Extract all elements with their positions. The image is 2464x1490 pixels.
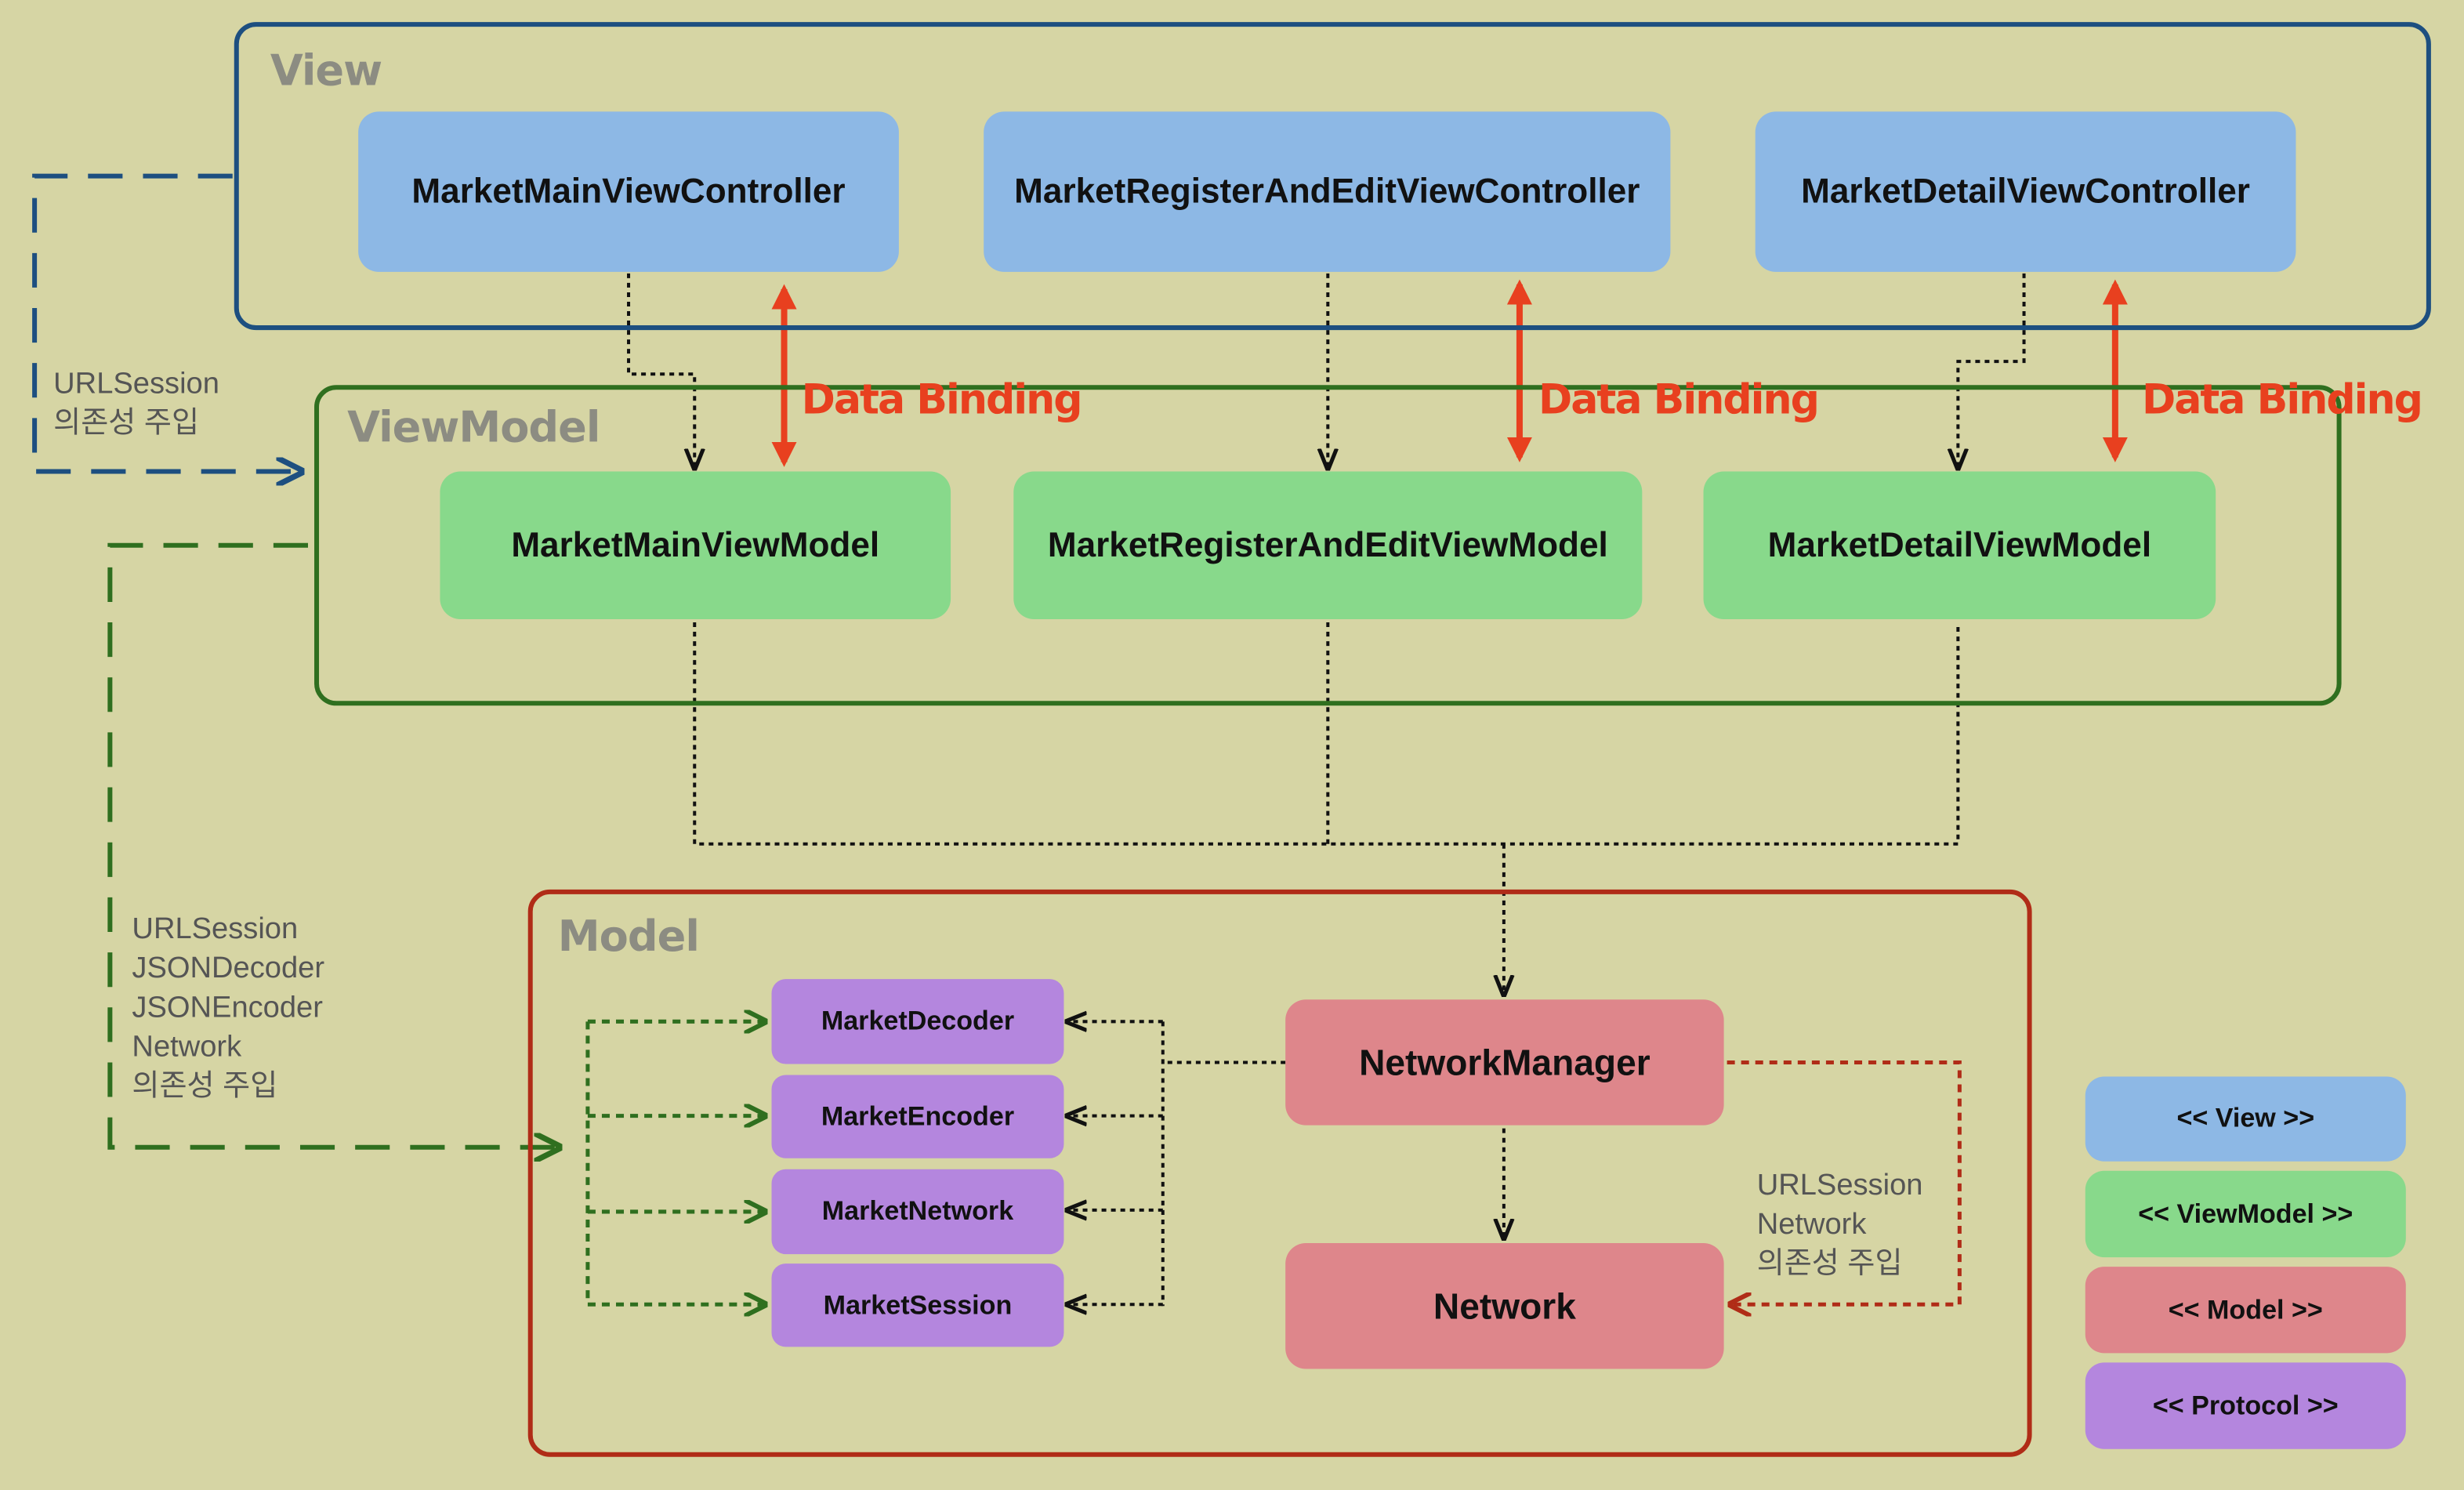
view-layer [234,22,2431,331]
viewmodel-layer-title: ViewModel [347,404,600,453]
legend-viewmodel: << ViewModel >> [2085,1170,2406,1258]
market-network-box: MarketNetwork [771,1169,1064,1255]
legend-view: << View >> [2085,1076,2406,1162]
model-layer-title: Model [557,912,700,963]
data-binding-label-detail: Data Binding [2141,377,2423,425]
di-note-manager-to-network: URLSession Network 의존성 주입 [1756,1169,1923,1282]
viewmodel-layer [314,385,2342,706]
connector-detail-vc-to-vm [1958,273,2026,469]
data-binding-label-main: Data Binding [801,377,1083,425]
register-edit-viewmodel-box: MarketRegisterAndEditViewModel [1013,471,1643,620]
market-decoder-box: MarketDecoder [771,979,1064,1064]
di-arrow-view-to-viewmodel [32,173,302,472]
main-view-controller-box: MarketMainViewController [358,111,899,272]
detail-viewmodel-box: MarketDetailViewModel [1703,471,2216,620]
connector-vms-to-network-manager [693,622,1960,846]
legend-model: << Model >> [2085,1267,2406,1354]
detail-view-controller-box: MarketDetailViewController [1755,111,2296,272]
connector-main-vc-to-vm [627,273,694,469]
connector-manager-bus [1161,1021,1286,1307]
di-arrow-manager-to-network [1727,1060,1962,1304]
view-layer-title: View [270,47,382,96]
register-edit-view-controller-box: MarketRegisterAndEditViewController [984,111,1671,272]
di-note-view-to-viewmodel: URLSession 의존성 주입 [53,368,219,440]
data-binding-label-register: Data Binding [1538,377,1820,425]
network-manager-box: NetworkManager [1285,999,1724,1126]
network-box: Network [1285,1243,1724,1369]
legend-protocol: << Protocol >> [2085,1362,2406,1449]
di-note-viewmodel-to-model: URLSession JSONDecoder JSONEncoder Netwo… [132,912,325,1104]
di-arrow-viewmodel-to-model [107,542,559,1147]
model-layer [527,889,2032,1457]
market-session-box: MarketSession [771,1263,1064,1347]
market-encoder-box: MarketEncoder [771,1075,1064,1158]
main-viewmodel-box: MarketMainViewModel [440,471,951,620]
